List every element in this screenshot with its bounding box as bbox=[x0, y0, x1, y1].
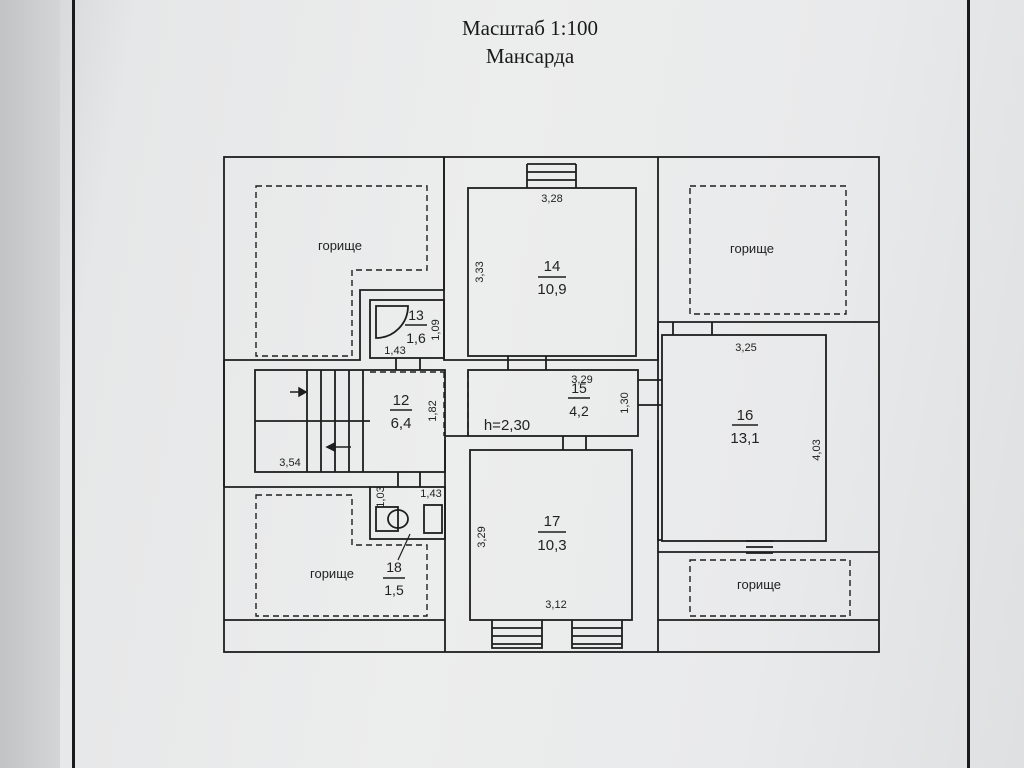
dim-329a: 3,29 bbox=[571, 374, 592, 386]
scale-title: Масштаб 1:100 bbox=[461, 16, 598, 40]
toilet-bowl bbox=[387, 509, 409, 529]
dim-103: 1,03 bbox=[375, 486, 387, 507]
attic-nw-label: горище bbox=[318, 238, 362, 253]
door-13 bbox=[395, 358, 421, 370]
room-14-area: 10,9 bbox=[537, 281, 566, 298]
attic-ne-outline bbox=[689, 185, 847, 315]
room-12-area: 6,4 bbox=[391, 415, 412, 432]
attic-se-outline bbox=[689, 559, 851, 617]
door-14 bbox=[507, 356, 547, 370]
dim-354: 3,54 bbox=[279, 457, 300, 469]
room-14-outer-wall bbox=[443, 157, 659, 361]
dim-329b: 3,29 bbox=[476, 526, 488, 547]
attic-sw-label: горище bbox=[310, 566, 354, 581]
corner-shower bbox=[375, 305, 409, 339]
window-16-bottom bbox=[746, 540, 773, 554]
dim-403: 4,03 bbox=[811, 439, 823, 460]
room-17-number: 17 bbox=[544, 513, 561, 530]
room-17-wall bbox=[469, 449, 633, 621]
dim-143a: 1,43 bbox=[384, 345, 405, 357]
room-15-area: 4,2 bbox=[569, 403, 589, 419]
floor-title: Мансарда bbox=[485, 44, 575, 68]
door-17 bbox=[562, 436, 587, 450]
attic-sw-outline bbox=[255, 494, 428, 617]
room-14-number: 14 bbox=[544, 258, 561, 275]
room-18-number: 18 bbox=[386, 559, 402, 575]
room-18-area: 1,5 bbox=[384, 582, 404, 598]
room-17-area: 10,3 bbox=[537, 537, 566, 554]
room-15-number: 15 bbox=[571, 380, 587, 396]
drawing-frame-left bbox=[72, 0, 75, 768]
room-16-area: 13,1 bbox=[730, 430, 759, 447]
window-17-left bbox=[491, 620, 543, 649]
dim-130: 1,30 bbox=[619, 392, 631, 413]
drawing-frame-right bbox=[967, 0, 970, 768]
dim-182: 1,82 bbox=[427, 400, 439, 421]
dim-328: 3,28 bbox=[541, 193, 562, 205]
window-17-right bbox=[571, 620, 623, 649]
sink bbox=[423, 504, 443, 534]
dim-109: 1,09 bbox=[430, 319, 442, 340]
room-12-number: 12 bbox=[393, 392, 410, 409]
window-top bbox=[526, 163, 577, 188]
dim-325: 3,25 bbox=[735, 342, 756, 354]
attic-ne-label: горище bbox=[730, 241, 774, 256]
dim-143b: 1,43 bbox=[420, 488, 441, 500]
toilet-tank bbox=[375, 506, 399, 532]
door-18 bbox=[397, 472, 421, 487]
underlying-page bbox=[0, 0, 60, 768]
room-14-wall bbox=[467, 187, 637, 357]
dim-312: 3,12 bbox=[545, 599, 566, 611]
room-13-area: 1,6 bbox=[406, 330, 426, 346]
ceiling-height: h=2,30 bbox=[484, 417, 530, 434]
room-16-wall bbox=[661, 334, 827, 542]
room-16-number: 16 bbox=[737, 407, 754, 424]
room-13-number: 13 bbox=[408, 307, 424, 323]
room-13-wall bbox=[369, 299, 445, 359]
door-16 bbox=[672, 322, 713, 335]
attic-nw-outline bbox=[255, 185, 428, 357]
attic-se-label: горище bbox=[737, 577, 781, 592]
dim-333: 3,33 bbox=[474, 261, 486, 282]
